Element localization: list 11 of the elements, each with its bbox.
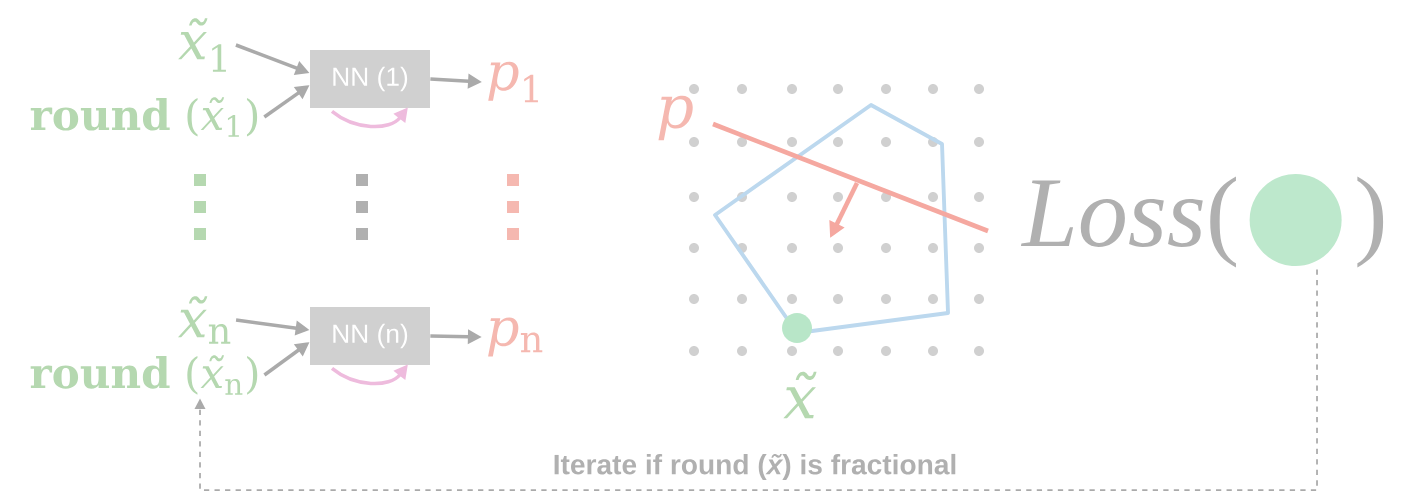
math-label: round (x̃$_{1}$) — [30, 97, 258, 137]
edge-label: Iterate if round (x̃) is fractional — [551, 452, 960, 482]
math-label: p — [658, 95, 693, 141]
math-label: p$_{1}$ — [488, 61, 538, 103]
arrow — [194, 268, 1318, 491]
math-label: x̃$_{n}$ — [178, 296, 231, 344]
math-label: p$_{n}$ — [488, 317, 543, 357]
loss-formula: Loss( ) — [1020, 174, 1384, 268]
math-label: x̃$_{1}$ — [178, 18, 226, 72]
math-label: x̃ — [783, 371, 817, 419]
math-label: round (x̃$_{n}$) — [30, 355, 258, 395]
